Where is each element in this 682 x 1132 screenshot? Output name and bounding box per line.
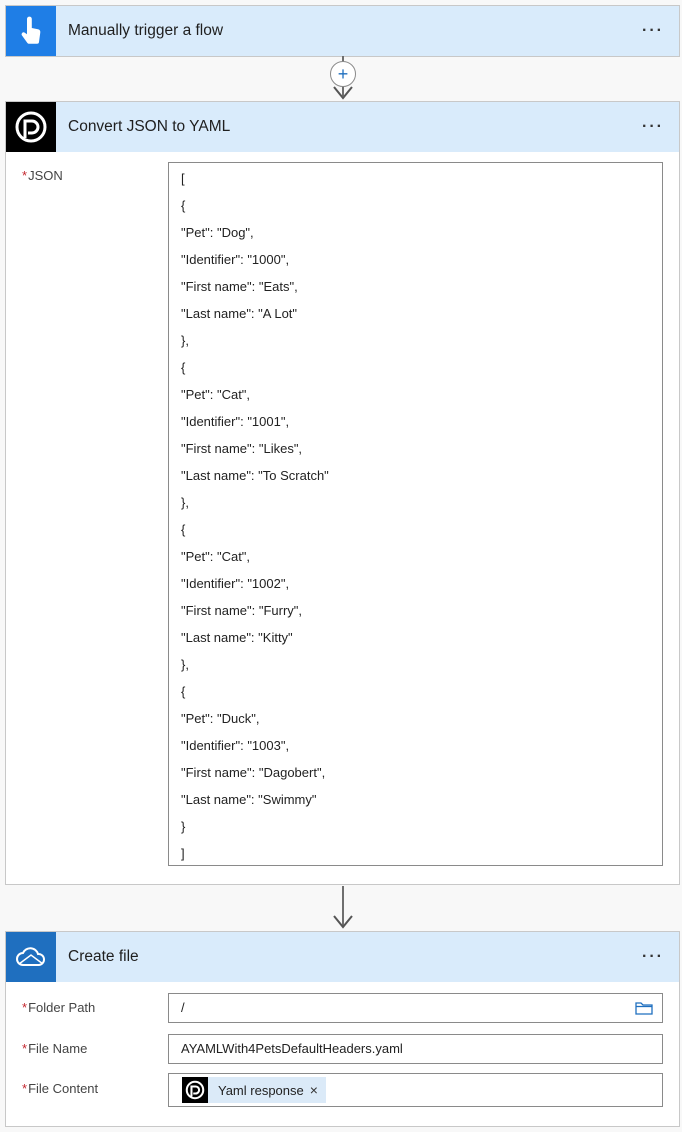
json-line: "First name": "Eats", <box>181 279 298 294</box>
required-marker: * <box>22 1041 28 1056</box>
create-file-card-header[interactable]: Create file ··· <box>6 932 679 982</box>
json-line: "Pet": "Duck", <box>181 711 260 726</box>
json-line: [ <box>181 171 185 186</box>
json-line: "Identifier": "1003", <box>181 738 290 753</box>
touch-hand-icon <box>6 6 56 56</box>
json-line: "First name": "Furry", <box>181 603 303 618</box>
json-line: ] <box>181 846 185 861</box>
json-line: { <box>181 684 186 699</box>
json-line: }, <box>181 657 189 672</box>
json-line: { <box>181 198 186 213</box>
json-line: "Identifier": "1000", <box>181 252 290 267</box>
connector-line-2 <box>342 886 344 926</box>
file-content-input[interactable]: Yaml response × <box>168 1073 663 1107</box>
arrow-down-icon <box>333 86 353 100</box>
file-content-label: *File Content <box>22 1081 99 1096</box>
convert-card-header[interactable]: Convert JSON to YAML ··· <box>6 102 679 152</box>
folder-path-input[interactable]: / <box>168 993 663 1023</box>
json-line: }, <box>181 333 189 348</box>
onedrive-cloud-icon <box>6 932 56 982</box>
yaml-response-token[interactable]: Yaml response × <box>182 1077 326 1103</box>
trigger-more-options-button[interactable]: ··· <box>642 22 664 39</box>
encodian-logo-icon <box>182 1077 208 1103</box>
json-line: "Last name": "To Scratch" <box>181 468 329 483</box>
json-input[interactable]: [ { "Pet": "Dog", "Identifier": "1000", "Fir… <box>168 162 663 866</box>
json-line: "Identifier": "1001", <box>181 414 290 429</box>
json-line: "Last name": "A Lot" <box>181 306 298 321</box>
trigger-card-header[interactable]: Manually trigger a flow ··· <box>6 6 679 56</box>
convert-more-options-button[interactable]: ··· <box>642 118 664 135</box>
json-line: } <box>181 819 186 834</box>
create-file-more-options-button[interactable]: ··· <box>642 948 664 965</box>
encodian-logo-icon <box>6 102 56 152</box>
folder-icon[interactable] <box>635 1001 653 1015</box>
trigger-card[interactable]: Manually trigger a flow ··· <box>5 5 680 57</box>
json-line: "Last name": "Swimmy" <box>181 792 317 807</box>
required-marker: * <box>22 1000 28 1015</box>
folder-path-value: / <box>181 1000 185 1015</box>
required-marker: * <box>22 168 28 183</box>
folder-path-label: *Folder Path <box>22 1000 96 1015</box>
json-line: "First name": "Dagobert", <box>181 765 326 780</box>
required-marker: * <box>22 1081 28 1096</box>
json-line: }, <box>181 495 189 510</box>
trigger-title: Manually trigger a flow <box>68 22 224 39</box>
arrow-down-icon <box>333 915 353 929</box>
json-line: "First name": "Likes", <box>181 441 303 456</box>
json-line: "Last name": "Kitty" <box>181 630 293 645</box>
json-line: "Identifier": "1002", <box>181 576 290 591</box>
remove-token-button[interactable]: × <box>309 1082 318 1098</box>
json-line: { <box>181 522 186 537</box>
create-file-card[interactable]: Create file ··· *Folder Path / *File Nam… <box>5 931 680 1127</box>
json-line: "Pet": "Cat", <box>181 549 251 564</box>
insert-step-button[interactable]: + <box>330 61 356 87</box>
create-file-title: Create file <box>68 948 139 965</box>
file-name-label: *File Name <box>22 1041 88 1056</box>
json-line: "Pet": "Dog", <box>181 225 254 240</box>
convert-title: Convert JSON to YAML <box>68 118 231 135</box>
json-line: "Pet": "Cat", <box>181 387 251 402</box>
json-label: *JSON <box>22 168 63 183</box>
json-line: { <box>181 360 186 375</box>
token-label: Yaml response <box>218 1082 304 1098</box>
file-name-value: AYAMLWith4PetsDefaultHeaders.yaml <box>181 1041 403 1056</box>
convert-json-card[interactable]: Convert JSON to YAML ··· *JSON [ { "Pet": … <box>5 101 680 885</box>
file-name-input[interactable]: AYAMLWith4PetsDefaultHeaders.yaml <box>168 1034 663 1064</box>
